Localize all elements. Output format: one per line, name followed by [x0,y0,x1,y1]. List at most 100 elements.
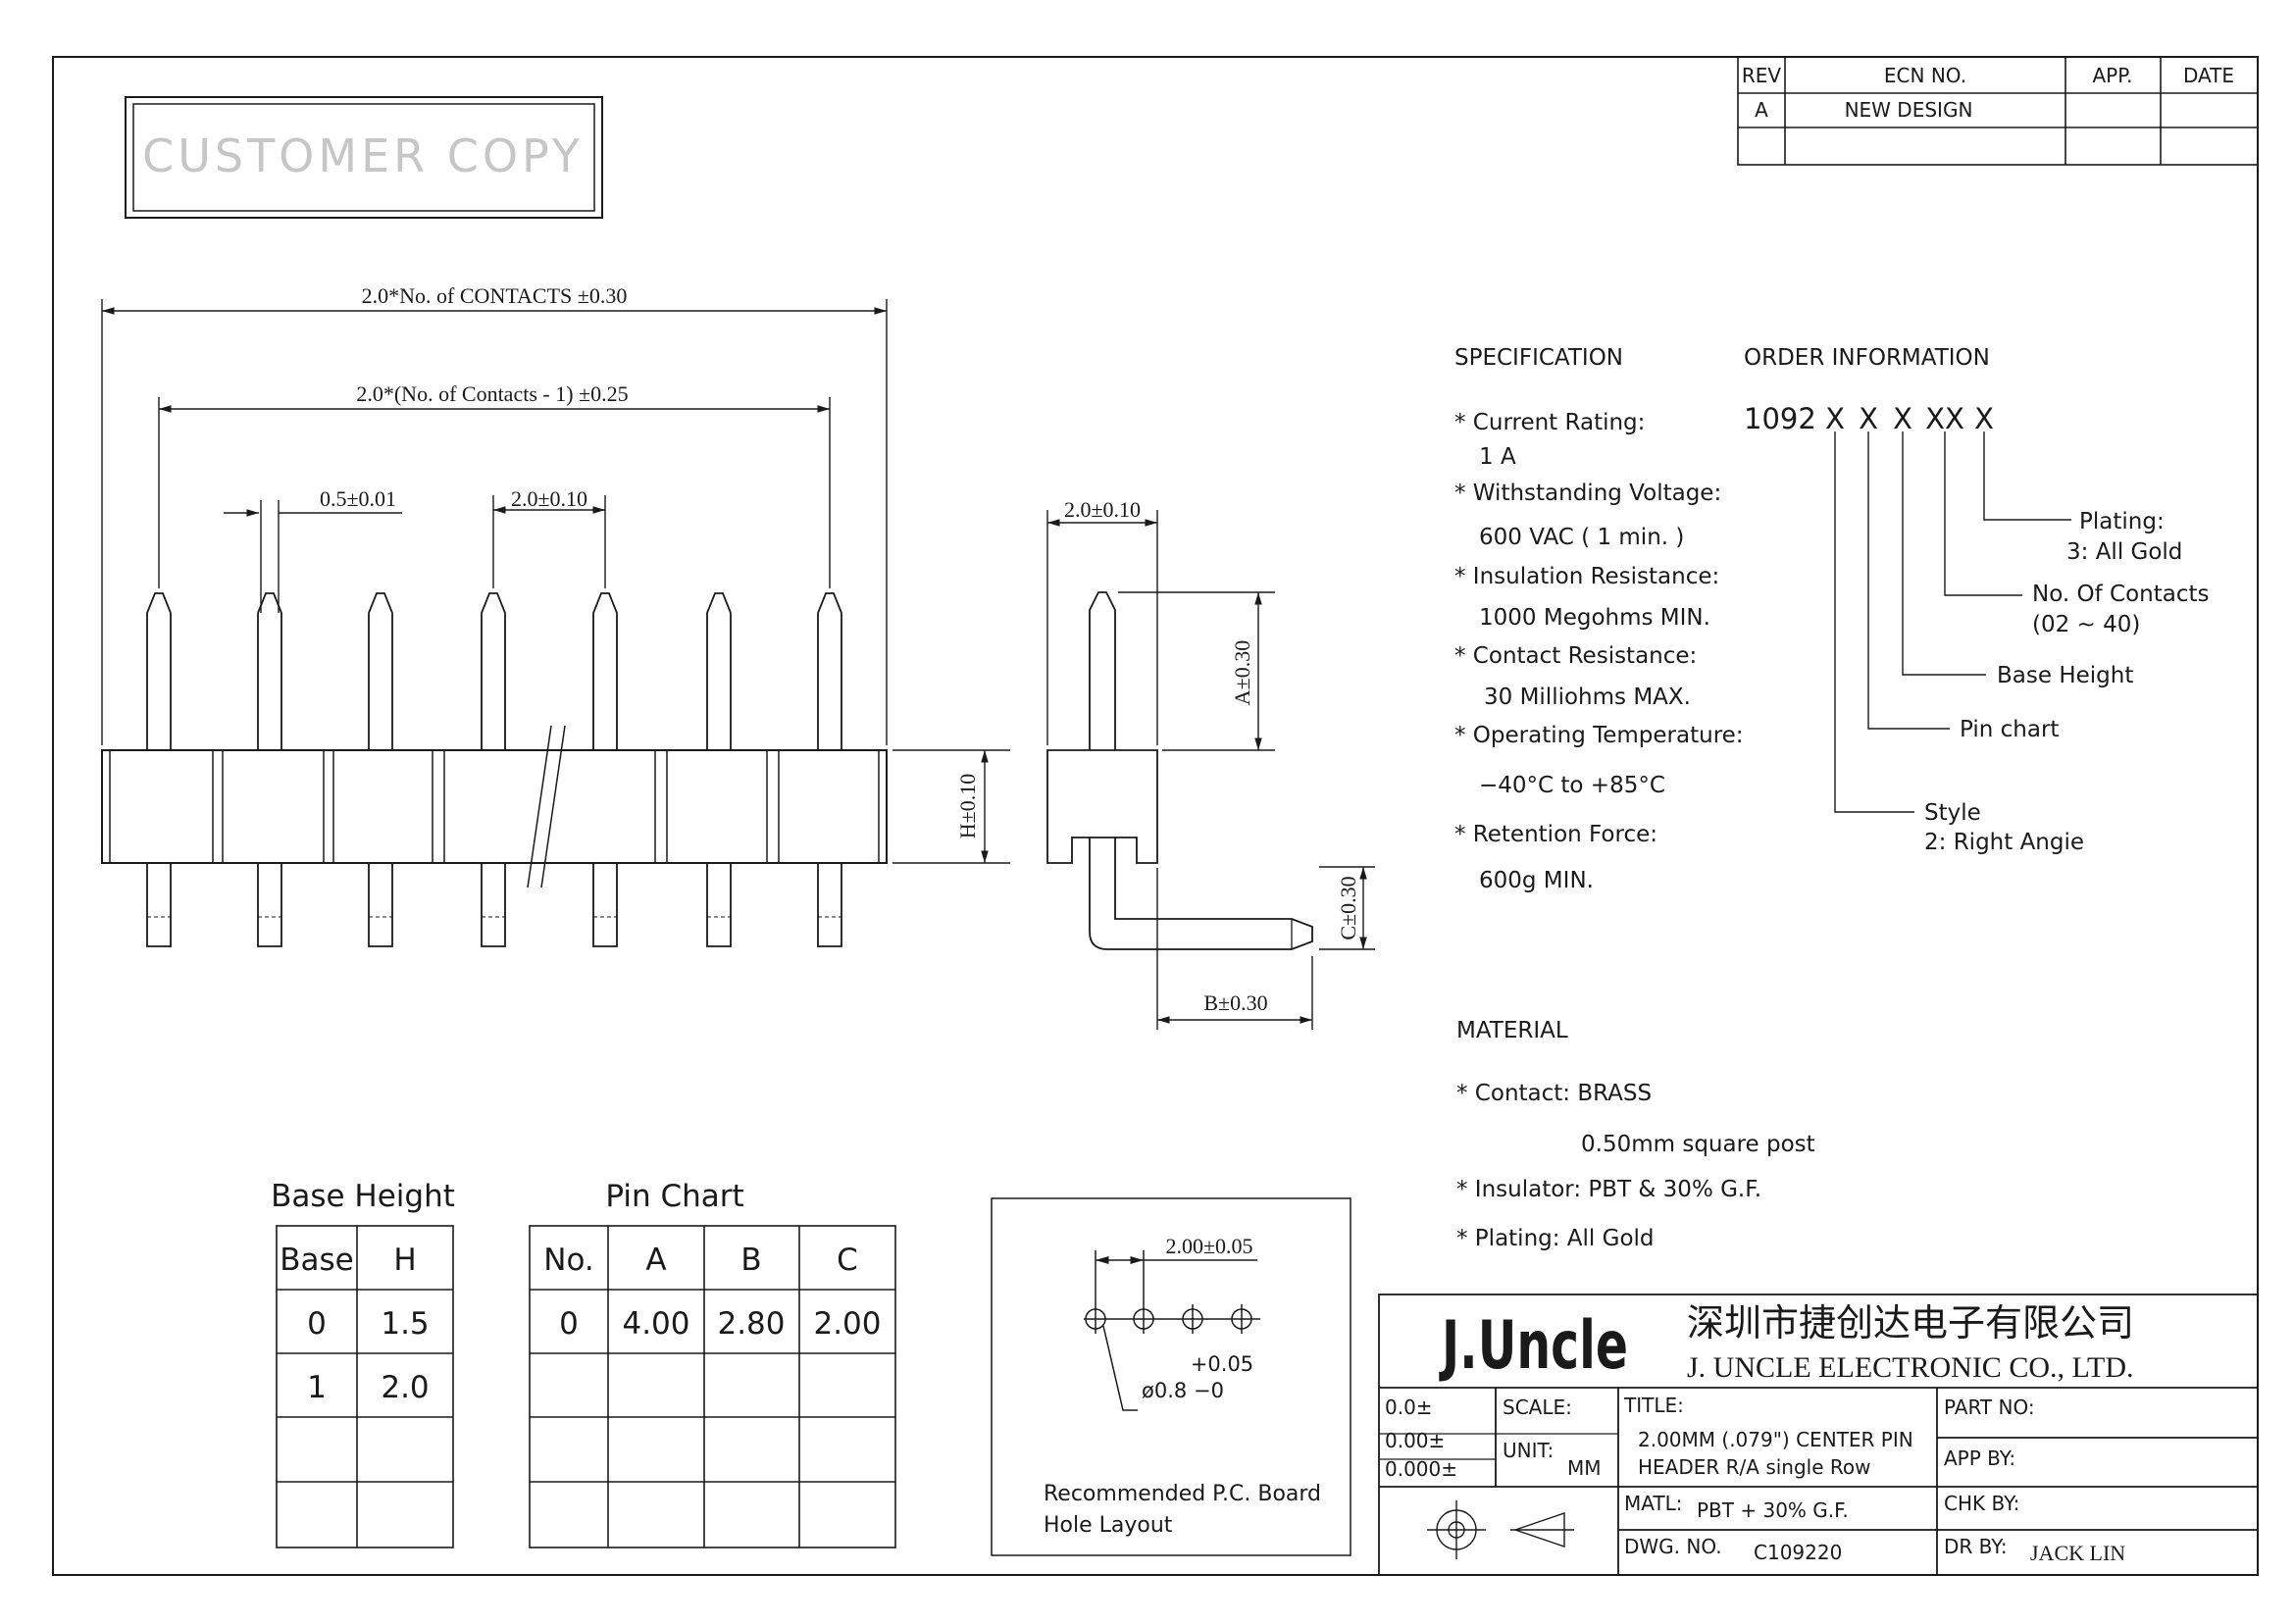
scale-label: SCALE: [1503,1396,1572,1419]
contact-pin-tail [481,863,506,947]
company-name-en: J. UNCLE ELECTRONIC CO., LTD. [1687,1351,2134,1384]
contact-pin [817,592,842,750]
tolerance-1: 0.0± [1385,1396,1433,1419]
rev-header: REV [1742,64,1782,87]
tolerance-2: 0.00± [1385,1429,1445,1452]
spec-line: * Contact Resistance: [1454,643,1697,669]
matl-value: PBT + 30% G.F. [1697,1498,1849,1522]
title-label: TITLE: [1623,1394,1684,1417]
pin-chart-col: A [645,1243,666,1278]
pin-chart-col: No. [543,1243,593,1278]
pin-chart-title: Pin Chart [605,1179,743,1214]
material-title: MATERIAL [1456,1018,1568,1043]
ecn-header: ECN NO. [1884,64,1966,87]
contact-pin-tail [257,863,282,947]
contact-pin-tail [817,863,842,947]
side-dimensions [1046,510,1375,1030]
pin-chart-cell: 4.00 [622,1306,689,1342]
contact-pin [592,592,618,750]
order-code-pin: X [1859,402,1878,435]
title-line-1: 2.00MM (.079") CENTER PIN [1638,1428,1913,1451]
base-height-cell: 1.5 [381,1306,429,1342]
dim-pin-width: 0.5±0.01 [320,486,396,511]
pin-chart-cell: 0 [559,1306,579,1342]
base-height-cell: 2.0 [381,1370,429,1405]
pcb-caption: Recommended P.C. Board [1044,1482,1321,1506]
order-plating-label: Plating: [2079,509,2165,534]
base-height-col: H [393,1243,416,1278]
pin-chart-col: B [740,1243,761,1278]
stamp-text: CUSTOMER COPY [142,129,584,182]
spec-line: 1 A [1479,444,1516,470]
housing-front [101,749,888,864]
pcb-caption: Hole Layout [1044,1513,1173,1538]
spec-line: 30 Milliohms MAX. [1484,685,1691,710]
base-height-title: Base Height [271,1179,455,1214]
contact-pin-tail [706,863,732,947]
dr-by-value: JACK LIN [2030,1541,2125,1565]
contact-pin [706,592,732,750]
order-style-value: 2: Right Angie [1924,830,2084,855]
contact-pin-tail [146,863,172,947]
order-code-contacts: XX [1925,402,1964,435]
matl-label: MATL: [1624,1492,1682,1515]
unit-label: UNIT: [1503,1439,1554,1462]
spec-line: 600 VAC ( 1 min. ) [1479,525,1684,550]
sheet-border [52,56,2259,1576]
rev-value: A [1755,98,1768,122]
housing-side [1046,749,1158,864]
spec-line: * Insulation Resistance: [1454,564,1719,589]
pin-chart-cell: 2.00 [813,1306,881,1342]
contact-pin [368,592,393,750]
dr-by-label: DR BY: [1944,1535,2008,1558]
order-leaders [1834,431,2071,813]
unit-value: MM [1567,1456,1602,1480]
dim-a: A±0.30 [1230,640,1254,705]
order-pin-label: Pin chart [1960,717,2059,742]
part-no-label: PART NO: [1944,1396,2035,1419]
spec-line: * Operating Temperature: [1454,723,1744,748]
dwg-value: C109220 [1754,1541,1842,1564]
spec-line: * Retention Force: [1454,822,1657,847]
dim-pitch: 2.0±0.10 [511,486,587,511]
order-code-style: X [1825,402,1845,435]
app-by-label: APP BY: [1944,1446,2015,1470]
order-code-base: X [1893,402,1912,435]
side-pin-bend [1089,837,1313,950]
base-height-cell: 0 [307,1306,327,1342]
app-header: APP. [2092,64,2132,87]
order-style-label: Style [1924,800,1981,826]
base-height-cell: 1 [307,1370,327,1405]
order-contacts-range: (02 ~ 40) [2032,612,2140,637]
pin-chart-col: C [837,1243,858,1278]
side-view [1046,591,1313,950]
date-header: DATE [2183,64,2234,87]
dim-hole-tol: +0.05 [1191,1352,1253,1376]
customer-copy-stamp [125,96,603,219]
dim-hole-dia: ø0.8 −0 [1142,1379,1224,1402]
spec-line: * Withstanding Voltage: [1454,481,1721,506]
material-line: * Contact: BRASS [1456,1081,1652,1106]
pin-chart-grid [529,1225,896,1548]
pin-chart-cell: 2.80 [717,1306,785,1342]
contact-pin [146,592,172,750]
spec-line: 1000 Megohms MIN. [1479,605,1710,631]
spec-title: SPECIFICATION [1454,345,1623,371]
revision-table [1737,56,2259,166]
dim-base-height: H±0.10 [955,774,980,838]
spec-line: * Current Rating: [1454,410,1645,435]
contact-pin-tail [368,863,393,947]
order-title: ORDER INFORMATION [1744,345,1990,371]
ecn-value: NEW DESIGN [1845,98,1973,122]
dim-side-width: 2.0±0.10 [1064,497,1141,522]
contact-pin-tail [592,863,618,947]
front-dimensions [101,299,1010,864]
spec-line: 600g MIN. [1479,868,1594,893]
contact-pin [481,592,506,750]
base-height-col: Base [280,1243,354,1278]
material-line: * Plating: All Gold [1456,1226,1655,1251]
material-line: 0.50mm square post [1581,1132,1815,1157]
pcb-layout [991,1197,1351,1556]
front-view [101,592,888,947]
